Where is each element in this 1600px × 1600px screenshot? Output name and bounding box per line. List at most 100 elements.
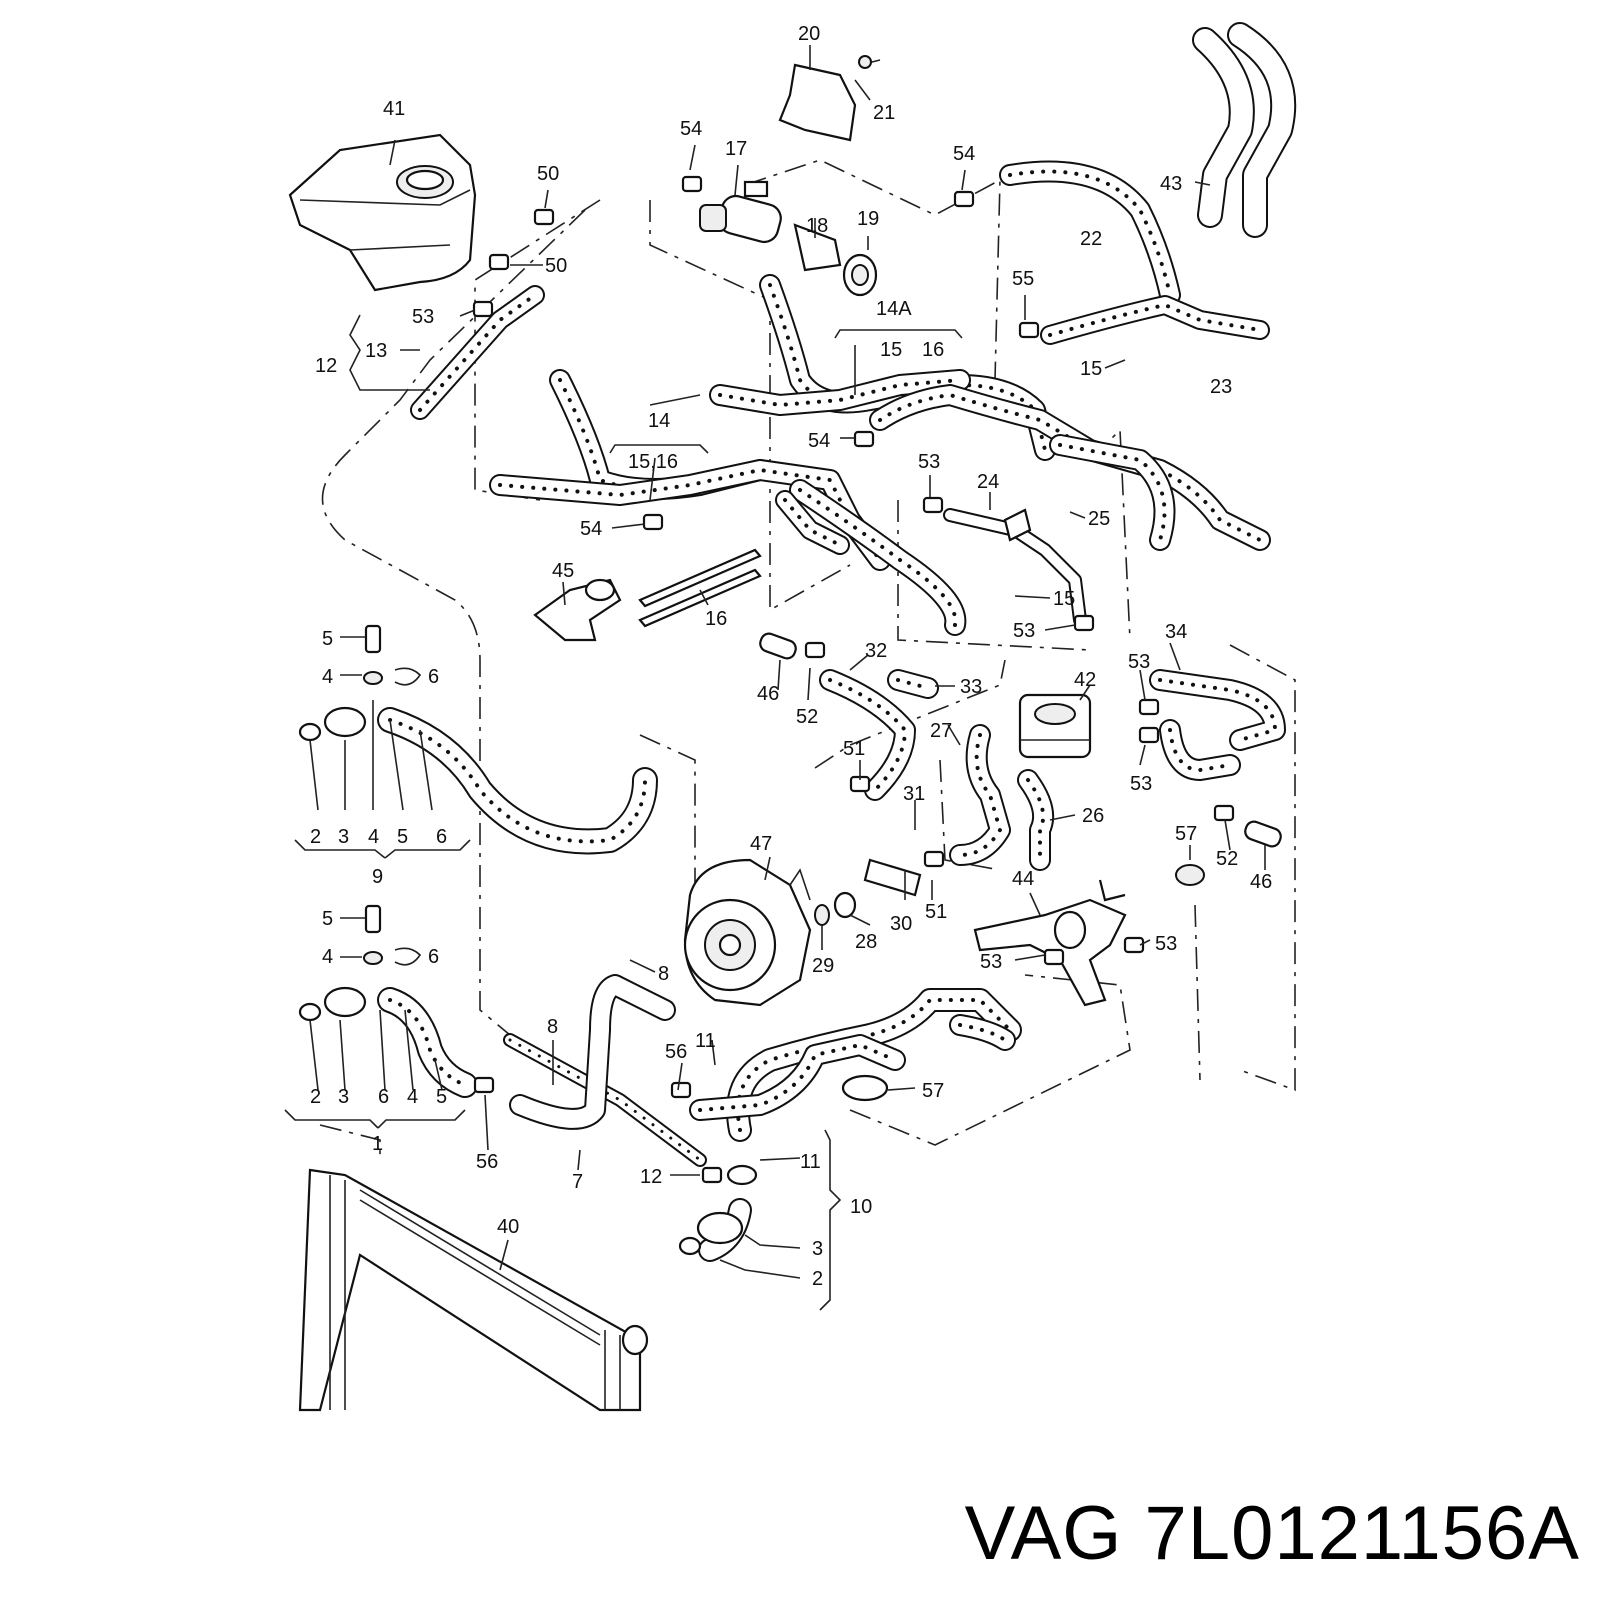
label-11: 11 <box>695 1030 716 1052</box>
label-10: 10 <box>850 1196 872 1218</box>
cable-ties <box>638 548 762 628</box>
label-2: 2 <box>812 1268 823 1290</box>
part-labels: 20 21 41 54 17 54 43 50 18 19 22 50 55 5… <box>310 23 1272 1290</box>
label-3: 3 <box>338 826 349 848</box>
label-23: 23 <box>1210 376 1232 398</box>
outline-radiator <box>319 1124 381 1160</box>
label-14: 14 <box>648 410 670 432</box>
clamp-10 <box>726 1164 758 1186</box>
label-4: 4 <box>407 1086 418 1108</box>
label-15: 15 <box>1053 588 1075 610</box>
label-16: 16 <box>705 608 727 630</box>
label-44: 44 <box>1012 868 1034 890</box>
label-27: 27 <box>930 720 952 742</box>
label-57: 57 <box>1175 823 1197 845</box>
label-53: 53 <box>1013 620 1035 642</box>
label-53: 53 <box>980 951 1002 973</box>
label-2: 2 <box>310 826 321 848</box>
components <box>288 55 1282 1412</box>
label-26: 26 <box>1082 805 1104 827</box>
hose-clamp-57b <box>1175 864 1205 886</box>
label-7: 7 <box>572 1171 583 1193</box>
label-45: 45 <box>552 560 574 582</box>
label-54: 54 <box>808 430 830 452</box>
label-3: 3 <box>812 1238 823 1260</box>
label-15-16: 15,16 <box>628 451 678 473</box>
label-54: 54 <box>953 143 975 165</box>
label-47: 47 <box>750 833 772 855</box>
label-52: 52 <box>1216 848 1238 870</box>
part-number-caption: VAG 7L0121156A <box>964 1491 1580 1576</box>
coolant-flange <box>533 578 622 642</box>
label-22: 22 <box>1080 228 1102 250</box>
label-54: 54 <box>680 118 702 140</box>
oil-cooler <box>1018 693 1092 759</box>
label-17: 17 <box>725 138 747 160</box>
coolant-pipe <box>943 508 1087 627</box>
label-21: 21 <box>873 102 895 124</box>
label-4: 4 <box>322 666 333 688</box>
label-54: 54 <box>580 518 602 540</box>
label-53: 53 <box>918 451 940 473</box>
label-53: 53 <box>1128 651 1150 673</box>
label-12: 12 <box>640 1166 662 1188</box>
label-3: 3 <box>338 1086 349 1108</box>
label-53: 53 <box>412 306 434 328</box>
label-53: 53 <box>1130 773 1152 795</box>
outline-top-right <box>744 159 1001 381</box>
label-32: 32 <box>865 640 887 662</box>
label-30: 30 <box>890 913 912 935</box>
label-5: 5 <box>322 908 333 930</box>
label-42: 42 <box>1074 669 1096 691</box>
label-8: 8 <box>547 1016 558 1038</box>
label-6: 6 <box>436 826 447 848</box>
label-5: 5 <box>436 1086 447 1108</box>
label-25: 25 <box>1088 508 1110 530</box>
label-46: 46 <box>1250 871 1272 893</box>
coolant-distributor <box>973 879 1127 1007</box>
label-28: 28 <box>855 931 877 953</box>
label-50: 50 <box>545 255 567 277</box>
outline-upper-left <box>321 209 586 1036</box>
connector-10 <box>696 1211 744 1245</box>
label-8: 8 <box>658 963 669 985</box>
label-6: 6 <box>428 666 439 688</box>
outline-lower-center <box>814 659 1006 769</box>
o-ring-2c <box>678 1236 702 1256</box>
hose-clamps <box>472 175 1235 1184</box>
label-2: 2 <box>310 1086 321 1108</box>
label-5: 5 <box>397 826 408 848</box>
label-12: 12 <box>315 355 337 377</box>
label-52: 52 <box>796 706 818 728</box>
leader-lines <box>284 45 1266 1311</box>
label-19: 19 <box>857 208 879 230</box>
hoses <box>377 22 1297 1262</box>
connector-sleeve-46 <box>759 632 797 660</box>
outline-34 <box>1229 644 1296 1092</box>
label-51: 51 <box>843 738 865 760</box>
outline-alternator <box>639 734 696 935</box>
label-31: 31 <box>903 783 925 805</box>
label-33: 33 <box>960 676 982 698</box>
outline-57 <box>849 974 1131 1146</box>
label-14A: 14A <box>876 298 912 320</box>
alternator <box>683 858 812 1007</box>
flange-seal-parts <box>814 858 922 926</box>
radiator <box>298 1168 649 1412</box>
label-50: 50 <box>537 163 559 185</box>
label-15: 15 <box>880 339 902 361</box>
label-24: 24 <box>977 471 999 493</box>
label-56: 56 <box>665 1041 687 1063</box>
label-46: 46 <box>757 683 779 705</box>
label-56: 56 <box>476 1151 498 1173</box>
mounting-bracket <box>778 55 881 142</box>
auxiliary-pump <box>699 180 782 244</box>
label-16: 16 <box>922 339 944 361</box>
label-53: 53 <box>1155 933 1177 955</box>
outline-44 <box>1194 904 1201 1081</box>
label-55: 55 <box>1012 268 1034 290</box>
label-43: 43 <box>1160 173 1182 195</box>
label-18: 18 <box>806 215 828 237</box>
pump-bracket <box>793 223 878 297</box>
